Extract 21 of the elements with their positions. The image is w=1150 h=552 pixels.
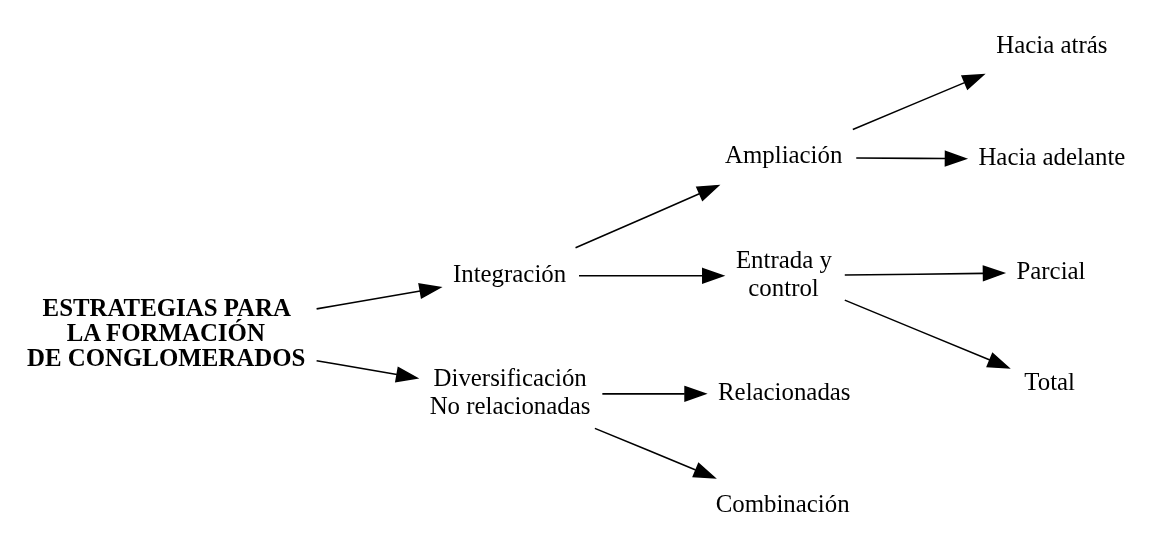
node-text: Entrada y control xyxy=(735,245,832,301)
arrow xyxy=(852,73,986,130)
arrow xyxy=(855,149,969,167)
arrow xyxy=(844,298,1011,369)
node-text: ESTRATEGIAS PARA LA FORMACIÓN DE CONGLOMERADOS xyxy=(27,293,306,371)
node-text: Combinación xyxy=(715,489,850,517)
arrow xyxy=(315,359,420,383)
node-text: Hacia adelante xyxy=(978,142,1126,170)
node-text: Hacia atrás xyxy=(996,30,1108,58)
arrow xyxy=(578,267,726,284)
arrow xyxy=(601,385,708,402)
arrow xyxy=(594,427,717,479)
node-text: Integración xyxy=(452,259,567,287)
node-text: Parcial xyxy=(1016,256,1086,284)
arrow xyxy=(844,264,1007,282)
arrow xyxy=(574,184,721,248)
node-text: Total xyxy=(1024,367,1076,395)
node-text: Relacionadas xyxy=(718,377,851,405)
arrow xyxy=(315,282,443,310)
node-text: Diversificación No relacionadas xyxy=(429,363,591,419)
node-text: Ampliación xyxy=(725,140,843,168)
